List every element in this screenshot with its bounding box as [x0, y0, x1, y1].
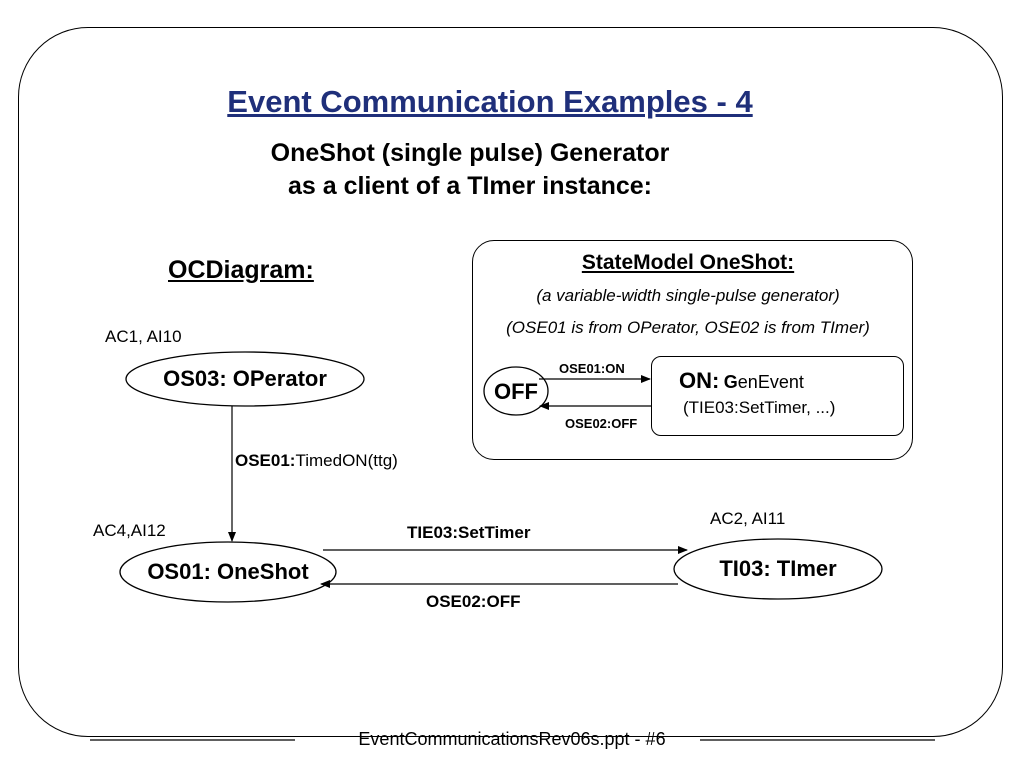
timer-node-label: TI03: TImer	[719, 556, 837, 581]
transition-off-to-on-label: OSE01:ON	[559, 361, 625, 376]
oneshot-to-timer-message: TIE03:SetTimer	[407, 523, 531, 542]
timer-to-oneshot-message: OSE02:OFF	[426, 592, 521, 611]
subtitle-line-1: OneShot (single pulse) Generator	[270, 139, 670, 167]
operator-to-oneshot-message: OSE01:TimedON(ttg)	[235, 451, 398, 471]
slide-subtitle: OneShot (single pulse) Generator as a cl…	[200, 137, 740, 203]
operator-node-label: OS03: OPerator	[163, 366, 327, 391]
subtitle-line-2: as a client of a TImer instance:	[287, 172, 652, 200]
transition-on-to-off-label: OSE02:OFF	[565, 416, 638, 431]
on-state-box	[651, 356, 904, 436]
oc-diagram-heading: OCDiagram:	[168, 256, 314, 284]
state-model-note-2: (OSE01 is from OPerator, OSE02 is from T…	[506, 318, 870, 337]
on-state-name: ON:	[679, 368, 720, 393]
state-model-note-1: (a variable-width single-pulse generator…	[536, 286, 840, 305]
slide-frame	[18, 27, 1003, 737]
on-state-title: ON: GenEvent	[679, 368, 804, 394]
oneshot-node-shape	[119, 541, 337, 603]
slide-title: Event Communication Examples - 4	[227, 84, 753, 119]
footer-text: EventCommunicationsRev06s.ppt - #6	[358, 729, 666, 749]
operator-to-oneshot-text: TimedON(ttg)	[295, 451, 398, 470]
off-state-label: OFF	[494, 379, 538, 404]
off-state-shape	[483, 366, 549, 416]
timer-annotation: AC2, AI11	[710, 509, 786, 528]
on-action-rest: enEvent	[737, 372, 804, 392]
state-model-heading: StateModel OneShot:	[581, 251, 795, 274]
state-model-box	[472, 240, 913, 460]
oneshot-node-label: OS01: OneShot	[147, 559, 309, 584]
operator-node-shape	[125, 351, 365, 407]
timer-node-shape	[673, 538, 883, 600]
operator-annotation: AC1, AI10	[105, 327, 182, 346]
on-action-detail: (TIE03:SetTimer, ...)	[683, 398, 836, 417]
operator-to-oneshot-event: OSE01:	[235, 451, 296, 470]
oneshot-annotation: AC4,AI12	[93, 521, 166, 540]
on-action-initial: G	[723, 372, 738, 392]
